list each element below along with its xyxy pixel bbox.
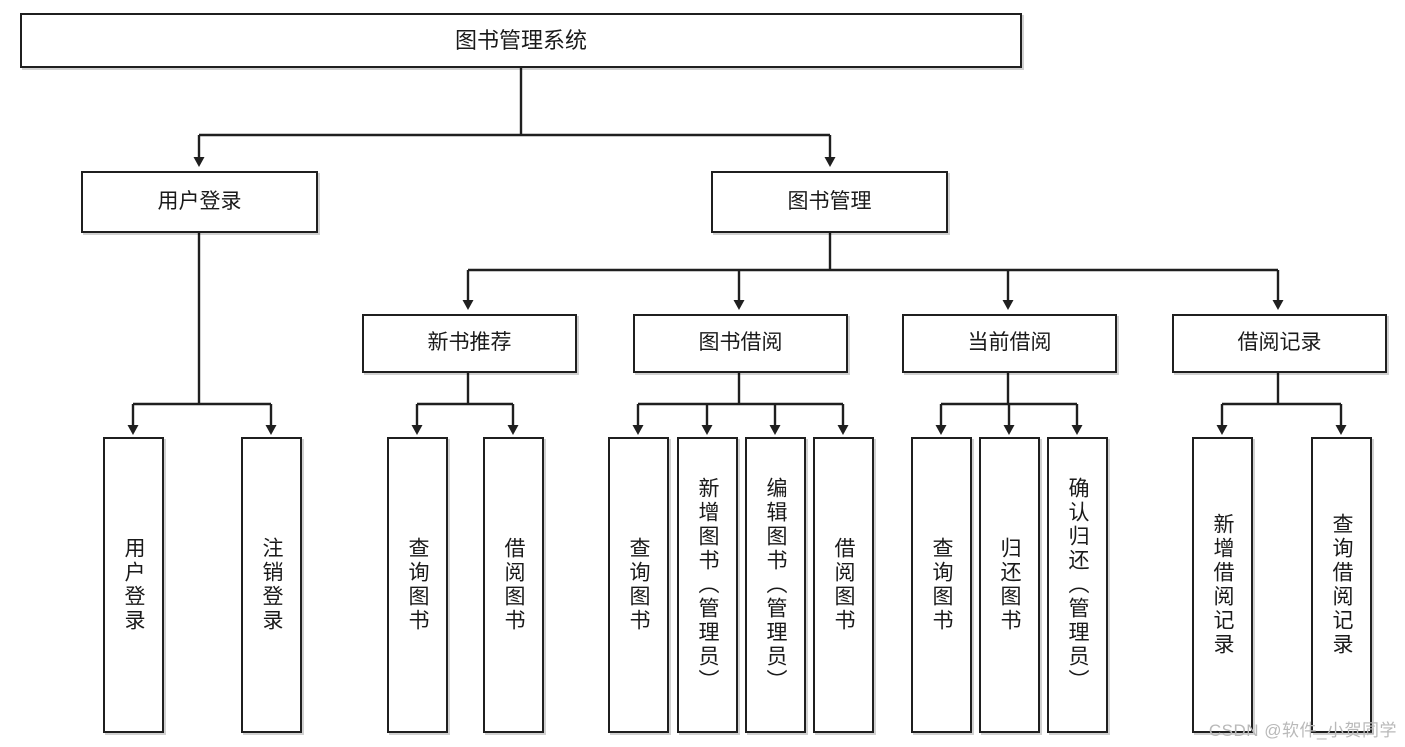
leaf-current-borrow-query[interactable]: 查询图书 — [911, 437, 972, 733]
node-book-borrow-label: 图书借阅 — [698, 331, 783, 355]
leaf-book-borrow-add[interactable]: 新增图书（管理员） — [677, 437, 738, 733]
watermark: CSDN @软件_小贺同学 — [1208, 721, 1397, 740]
leaf-book-borrow-add-label: 新增图书（管理员） — [696, 477, 719, 693]
node-book-management-label: 图书管理 — [787, 189, 872, 213]
leaf-user-login-login[interactable]: 用户登录 — [103, 437, 164, 733]
node-user-login-label: 用户登录 — [157, 189, 242, 213]
leaf-new-book-query[interactable]: 查询图书 — [387, 437, 448, 733]
node-new-book-recommend-label: 新书推荐 — [427, 331, 512, 355]
node-new-book-recommend[interactable]: 新书推荐 — [362, 314, 577, 373]
leaf-borrow-record-add[interactable]: 新增借阅记录 — [1192, 437, 1253, 733]
leaf-borrow-record-query-label: 查询借阅记录 — [1330, 513, 1353, 657]
leaf-book-borrow-borrow-label: 借阅图书 — [832, 537, 855, 633]
node-current-borrow-label: 当前借阅 — [967, 331, 1052, 355]
leaf-book-borrow-edit[interactable]: 编辑图书（管理员） — [745, 437, 806, 733]
leaf-current-borrow-confirm-return[interactable]: 确认归还（管理员） — [1047, 437, 1108, 733]
node-book-management[interactable]: 图书管理 — [711, 171, 948, 233]
node-root[interactable]: 图书管理系统 — [20, 13, 1022, 68]
node-user-login[interactable]: 用户登录 — [81, 171, 318, 233]
leaf-new-book-borrow-label: 借阅图书 — [502, 537, 525, 633]
node-root-label: 图书管理系统 — [454, 27, 587, 53]
node-book-borrow[interactable]: 图书借阅 — [633, 314, 848, 373]
leaf-book-borrow-borrow[interactable]: 借阅图书 — [813, 437, 874, 733]
leaf-book-borrow-query[interactable]: 查询图书 — [608, 437, 669, 733]
leaf-user-login-logout[interactable]: 注销登录 — [241, 437, 302, 733]
leaf-new-book-query-label: 查询图书 — [406, 537, 429, 633]
leaf-user-login-login-label: 用户登录 — [122, 537, 145, 633]
leaf-user-login-logout-label: 注销登录 — [260, 537, 283, 633]
leaf-borrow-record-query[interactable]: 查询借阅记录 — [1311, 437, 1372, 733]
leaf-current-borrow-return-label: 归还图书 — [998, 537, 1021, 633]
leaf-current-borrow-query-label: 查询图书 — [930, 537, 953, 633]
leaf-borrow-record-add-label: 新增借阅记录 — [1211, 513, 1234, 657]
leaf-book-borrow-edit-label: 编辑图书（管理员） — [764, 477, 787, 693]
node-borrow-record[interactable]: 借阅记录 — [1172, 314, 1387, 373]
node-borrow-record-label: 借阅记录 — [1237, 331, 1322, 355]
leaf-current-borrow-return[interactable]: 归还图书 — [979, 437, 1040, 733]
leaf-current-borrow-confirm-return-label: 确认归还（管理员） — [1066, 477, 1089, 693]
leaf-book-borrow-query-label: 查询图书 — [627, 537, 650, 633]
leaf-new-book-borrow[interactable]: 借阅图书 — [483, 437, 544, 733]
node-current-borrow[interactable]: 当前借阅 — [902, 314, 1117, 373]
